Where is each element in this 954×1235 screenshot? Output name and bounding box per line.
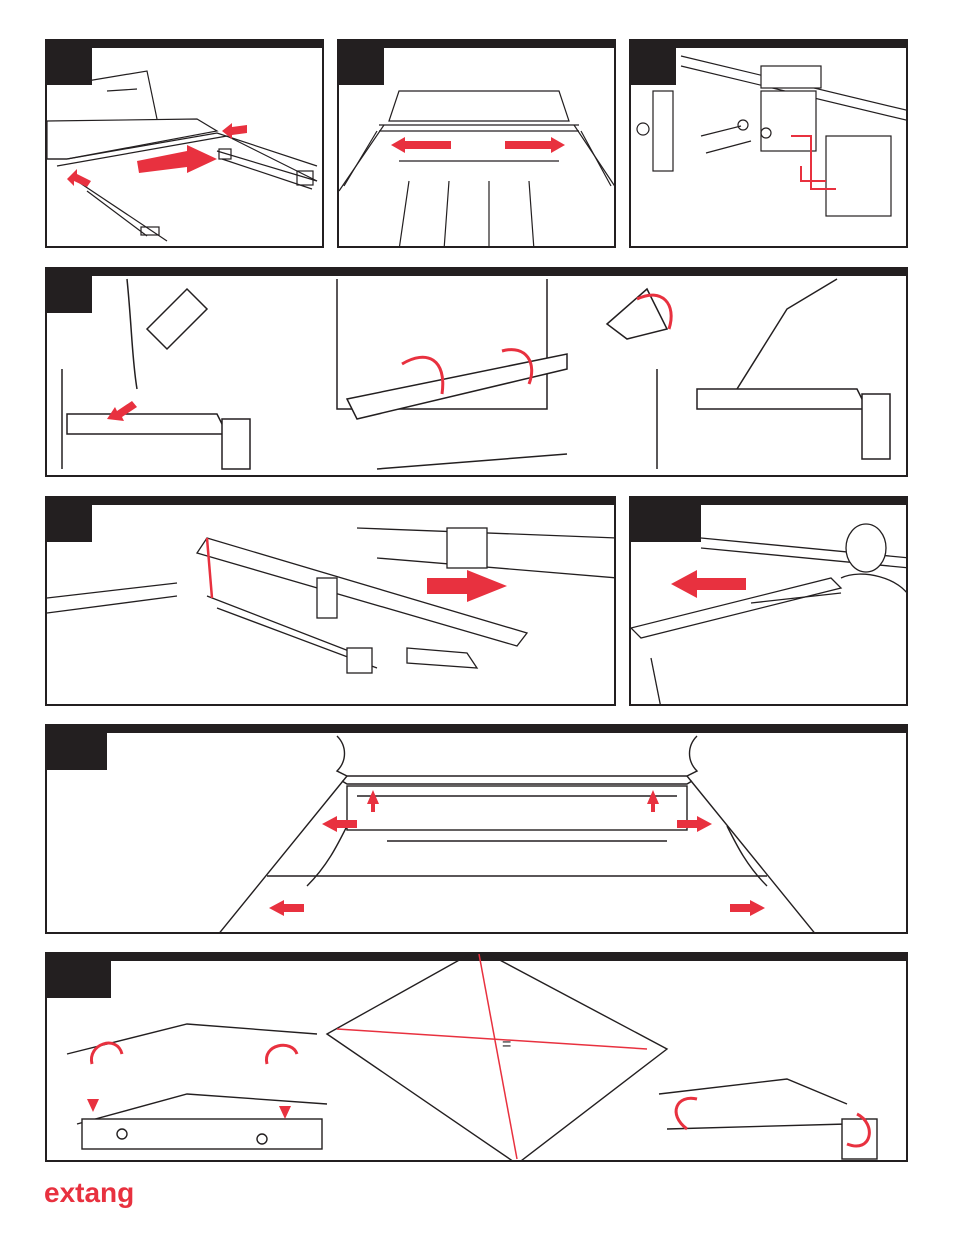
step-1-panel [45, 39, 324, 248]
step-7-panel [45, 724, 908, 934]
step-4-panel [45, 267, 908, 477]
person-pushing-rail-illustration [631, 498, 908, 706]
arrow-icon [391, 137, 565, 153]
step-8-panel: = [45, 952, 908, 1162]
arrow-icon [427, 570, 507, 602]
extang-logo: extang [44, 1172, 134, 1212]
equal-sign-icon: = [502, 1036, 511, 1053]
seal-hook-profile-illustration [47, 269, 908, 477]
truck-bed-alignment-illustration [47, 726, 908, 934]
clamp-bolt-assembly-illustration [631, 41, 908, 248]
step-3-panel [629, 39, 908, 248]
frame-squaring-illustration: = [47, 954, 908, 1162]
rail-spread-illustration [339, 41, 616, 248]
step-2-panel [337, 39, 616, 248]
brand-logo-icon: extang [44, 1172, 134, 1212]
arrow-icon [671, 570, 746, 598]
step-5-panel [45, 496, 616, 706]
brand-name: extang [44, 1177, 134, 1208]
crossbar-frame-illustration [47, 498, 616, 706]
rail-installation-illustration [47, 41, 324, 248]
step-6-panel [629, 496, 908, 706]
arrow-icon [87, 1099, 291, 1119]
